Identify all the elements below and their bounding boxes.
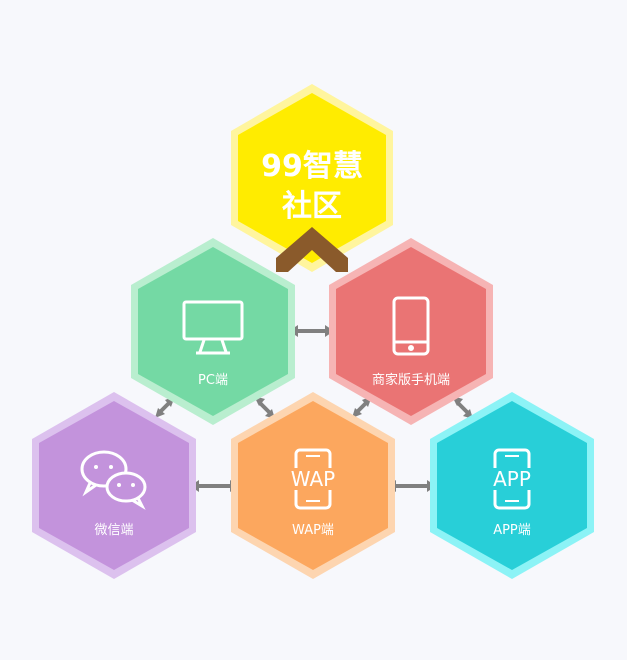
monitor-icon <box>182 300 244 355</box>
hex-wap: WAP WAP端 <box>231 392 395 579</box>
app-icon-text: APP <box>493 467 531 491</box>
center-hexagon: 99智慧 社区 <box>231 84 393 272</box>
wap-label: WAP端 <box>292 523 334 538</box>
pc-label: PC端 <box>198 373 228 388</box>
hex-pc: PC端 <box>131 238 295 425</box>
wap-phone-icon: WAP <box>286 448 340 510</box>
hex-merchant: 商家版手机端 <box>329 238 493 425</box>
chevron-up-icon <box>276 227 348 272</box>
arrow-pc-merchant <box>289 325 334 337</box>
merchant-label: 商家版手机端 <box>372 372 450 388</box>
center-title-line2: 社区 <box>282 189 342 224</box>
hex-app: APP APP端 <box>430 392 594 579</box>
center-title-line1: 99智慧 <box>261 149 363 184</box>
wechat-icon <box>80 450 147 510</box>
app-label: APP端 <box>493 523 531 538</box>
hex-wechat: 微信端 <box>32 392 196 579</box>
app-phone-icon: APP <box>485 448 539 510</box>
wechat-label: 微信端 <box>94 523 133 538</box>
mobile-phone-icon <box>392 296 430 356</box>
wap-icon-text: WAP <box>291 467 335 491</box>
